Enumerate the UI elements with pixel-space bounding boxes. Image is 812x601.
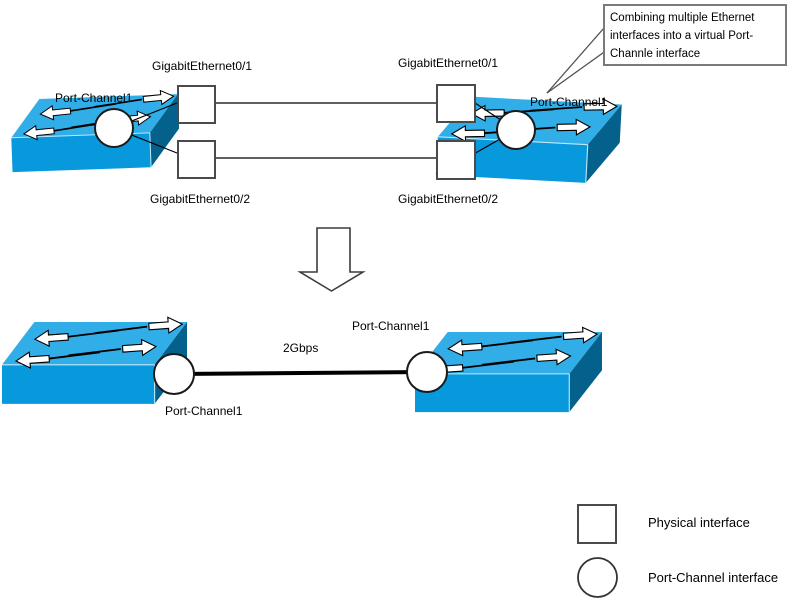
physical-interface-icon [177, 85, 216, 124]
bandwidth-label: 2Gbps [283, 341, 319, 355]
right-port-channel-label: Port-Channel1 [530, 95, 608, 109]
legend-port-channel-interface-label: Port-Channel interface [648, 570, 779, 585]
physical-interface-icon [177, 140, 216, 179]
port-channel-interface-icon [406, 351, 448, 393]
left-port-channel-label: Port-Channel1 [55, 91, 133, 105]
port-channel-interface-icon [153, 353, 195, 395]
after-left-port-channel-label: Port-Channel1 [165, 404, 243, 418]
callout-leader-lines [546, 27, 605, 94]
after-right-port-channel-label: Port-Channel1 [352, 319, 430, 333]
down-arrow-icon [297, 227, 366, 292]
callout-leader-lines [546, 49, 608, 94]
port-channel-interface-icon [496, 110, 536, 150]
legend-port-channel-interface-icon [577, 557, 618, 598]
legend-physical-interface-label: Physical interface [648, 515, 750, 530]
right-interface2-label: GigabitEthernet0/2 [398, 192, 499, 206]
callout-box: Combining multiple Ethernet interfaces i… [603, 4, 787, 66]
legend-physical-interface-icon [577, 504, 617, 544]
left-interface1-label: GigabitEthernet0/1 [152, 59, 253, 73]
aggregated-link-line [173, 370, 428, 376]
right-interface1-label: GigabitEthernet0/1 [398, 56, 499, 70]
callout-text: Combining multiple Ethernet interfaces i… [610, 12, 755, 60]
physical-interface-icon [436, 84, 476, 123]
port-channel-interface-icon [94, 108, 134, 148]
left-interface2-label: GigabitEthernet0/2 [150, 192, 251, 206]
physical-interface-icon [436, 140, 476, 180]
